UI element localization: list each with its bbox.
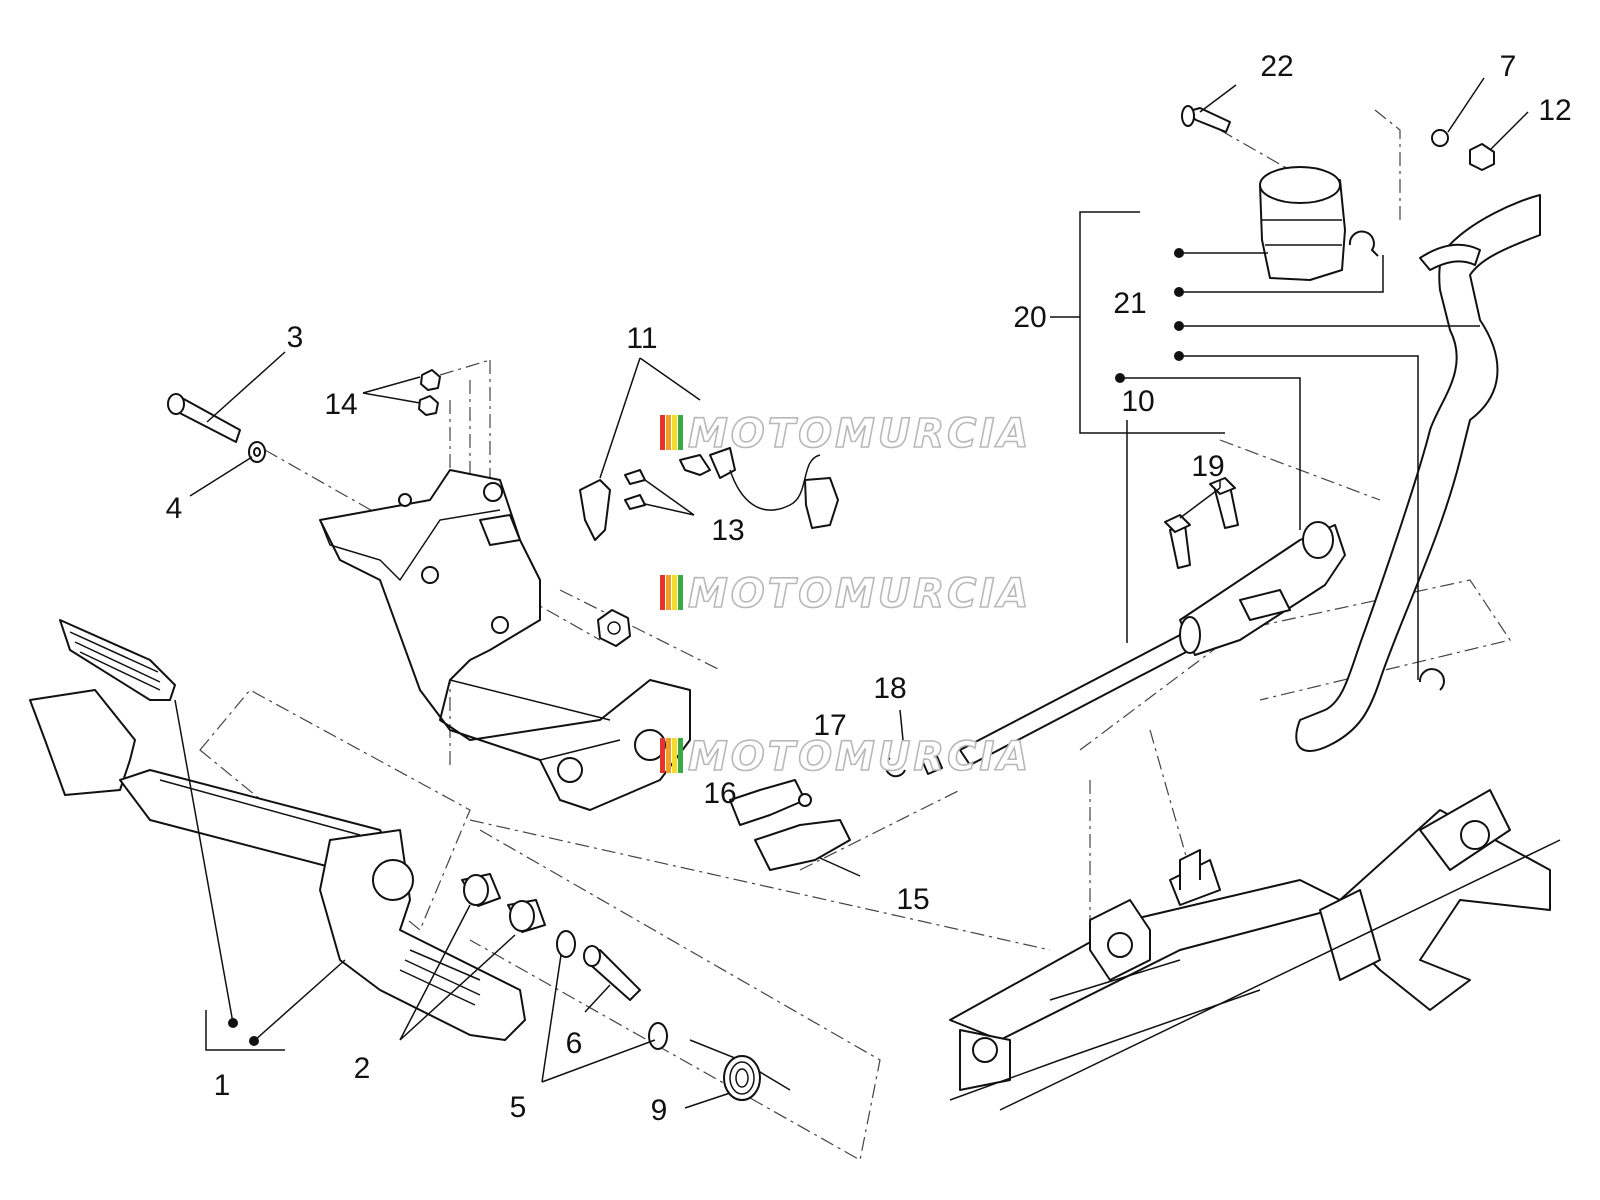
kit-dots bbox=[228, 248, 1480, 1046]
callout-17: 17 bbox=[813, 709, 846, 742]
callout-20: 20 bbox=[1013, 301, 1046, 334]
kit-brackets bbox=[205, 211, 1225, 1051]
callout-13: 13 bbox=[711, 514, 744, 547]
frame-rail bbox=[949, 789, 1561, 1111]
nuts bbox=[418, 369, 631, 647]
callout-6: 6 bbox=[566, 1027, 583, 1060]
callout-4: 4 bbox=[166, 492, 183, 525]
callout-11: 11 bbox=[626, 322, 657, 355]
watermark-text-1: MOTOMURCIA bbox=[688, 411, 1031, 457]
bolt-and-washer bbox=[167, 393, 266, 463]
leader-lines bbox=[174, 77, 1529, 1109]
master-cylinder bbox=[959, 477, 1346, 766]
watermark-3: MOTOMURCIA bbox=[660, 733, 1031, 781]
callout-5: 5 bbox=[510, 1091, 527, 1124]
clevis-assembly bbox=[729, 753, 943, 871]
callout-2: 2 bbox=[354, 1052, 371, 1085]
brake-pedal bbox=[29, 619, 526, 1041]
pedal-bracket bbox=[319, 469, 691, 811]
callout-16: 16 bbox=[703, 777, 736, 810]
callout-3: 3 bbox=[287, 321, 304, 354]
brake-switch bbox=[579, 447, 839, 541]
callout-18: 18 bbox=[873, 672, 906, 705]
watermark-text-3: MOTOMURCIA bbox=[688, 734, 1031, 780]
callout-21: 21 bbox=[1113, 287, 1146, 320]
reservoir-and-hose bbox=[1181, 105, 1541, 752]
callouts: 1 2 3 4 5 6 7 9 10 11 12 13 14 15 16 17 … bbox=[166, 50, 1572, 1127]
watermark-2: MOTOMURCIA bbox=[660, 570, 1031, 618]
pivot-hardware bbox=[461, 873, 791, 1101]
callout-7: 7 bbox=[1500, 50, 1517, 83]
callout-9: 9 bbox=[651, 1094, 668, 1127]
callout-22: 22 bbox=[1260, 50, 1293, 83]
callout-19: 19 bbox=[1191, 450, 1224, 483]
watermark-1: MOTOMURCIA bbox=[660, 410, 1031, 458]
callout-14: 14 bbox=[324, 388, 357, 421]
callout-15: 15 bbox=[896, 883, 929, 916]
callout-10: 10 bbox=[1121, 385, 1154, 418]
callout-12: 12 bbox=[1538, 94, 1571, 127]
watermark-text-2: MOTOMURCIA bbox=[688, 571, 1031, 617]
callout-1: 1 bbox=[214, 1069, 231, 1102]
